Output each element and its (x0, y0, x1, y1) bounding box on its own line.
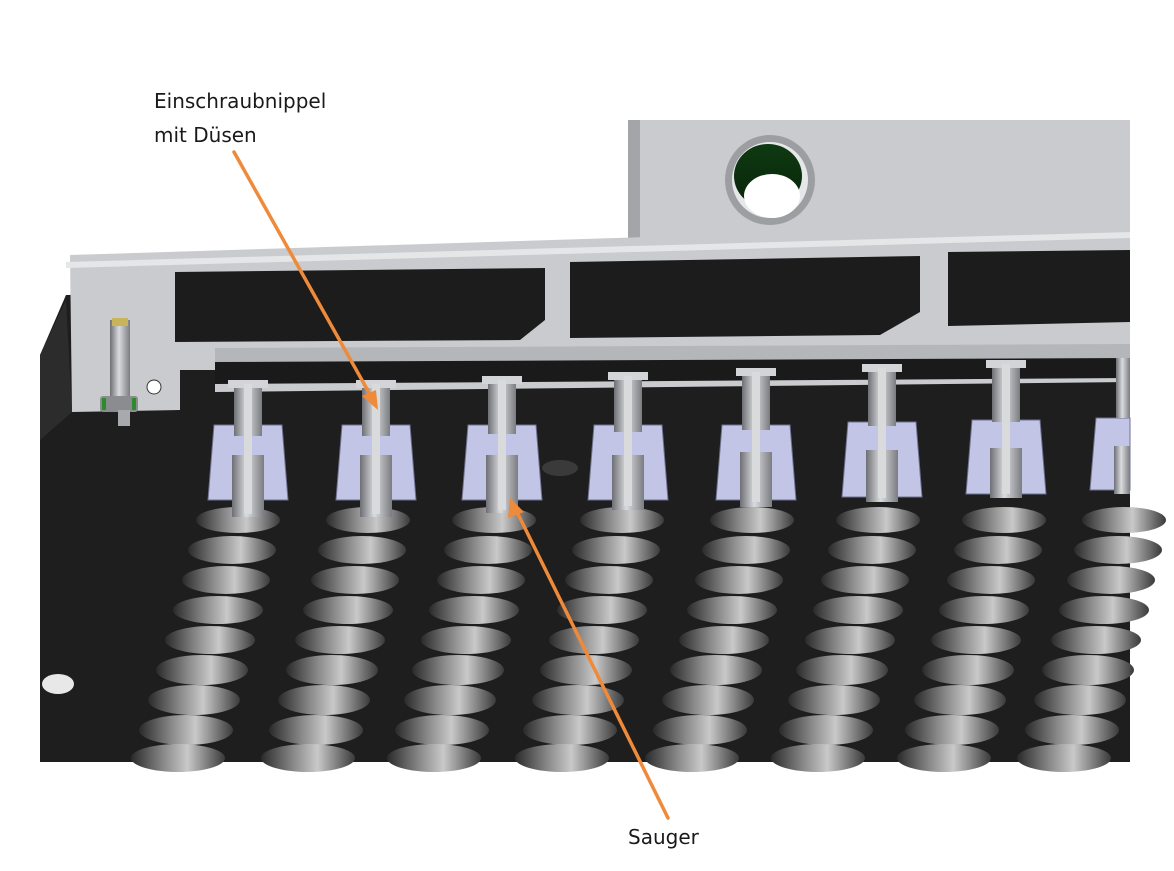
manifold-top-edge (66, 232, 1130, 268)
manifold-chamber-1 (175, 268, 545, 342)
nozzles-and-cups (207, 358, 1131, 517)
left-housing-edge (40, 300, 72, 440)
bellows-column-8 (1017, 507, 1166, 772)
callout-label-nipple-line1: Einschraubnippel (154, 89, 327, 113)
bellows-column-4 (515, 507, 664, 772)
manifold-chamber-3 (948, 250, 1130, 326)
left-fitting (100, 318, 162, 426)
callout-arrows (232, 150, 670, 820)
nozzle-4 (587, 372, 669, 510)
nozzle-5 (715, 368, 797, 507)
housing-bottom-edge (42, 460, 578, 694)
bellows-suction-cups (131, 507, 1166, 772)
bellows-column-7 (897, 507, 1046, 772)
air-channel (215, 356, 1130, 384)
arrow-to-sauger (508, 498, 670, 820)
arrow-to-nozzle (232, 150, 378, 410)
nozzle-8 (1089, 358, 1131, 494)
bellows-column-5 (645, 507, 794, 772)
callout-label-nipple: Einschraubnippel mit Düsen (154, 84, 326, 152)
top-mount-plate (628, 120, 1130, 238)
bellows-column-2 (261, 507, 410, 772)
nozzle-6 (841, 364, 923, 502)
bellows-column-6 (771, 507, 920, 772)
mounting-hole (725, 135, 815, 225)
bellows-column-3 (387, 507, 536, 772)
inner-shelf (215, 344, 1130, 362)
manifold-chamber-2 (570, 256, 920, 338)
callout-label-nipple-line2: mit Düsen (154, 123, 257, 147)
nozzle-1 (207, 380, 289, 517)
callout-label-sauger: Sauger (628, 825, 699, 849)
nozzle-3 (461, 376, 543, 513)
top-mount-plate-shadow (628, 120, 640, 238)
nozzle-7 (965, 360, 1047, 498)
bellows-column-1 (131, 507, 280, 772)
